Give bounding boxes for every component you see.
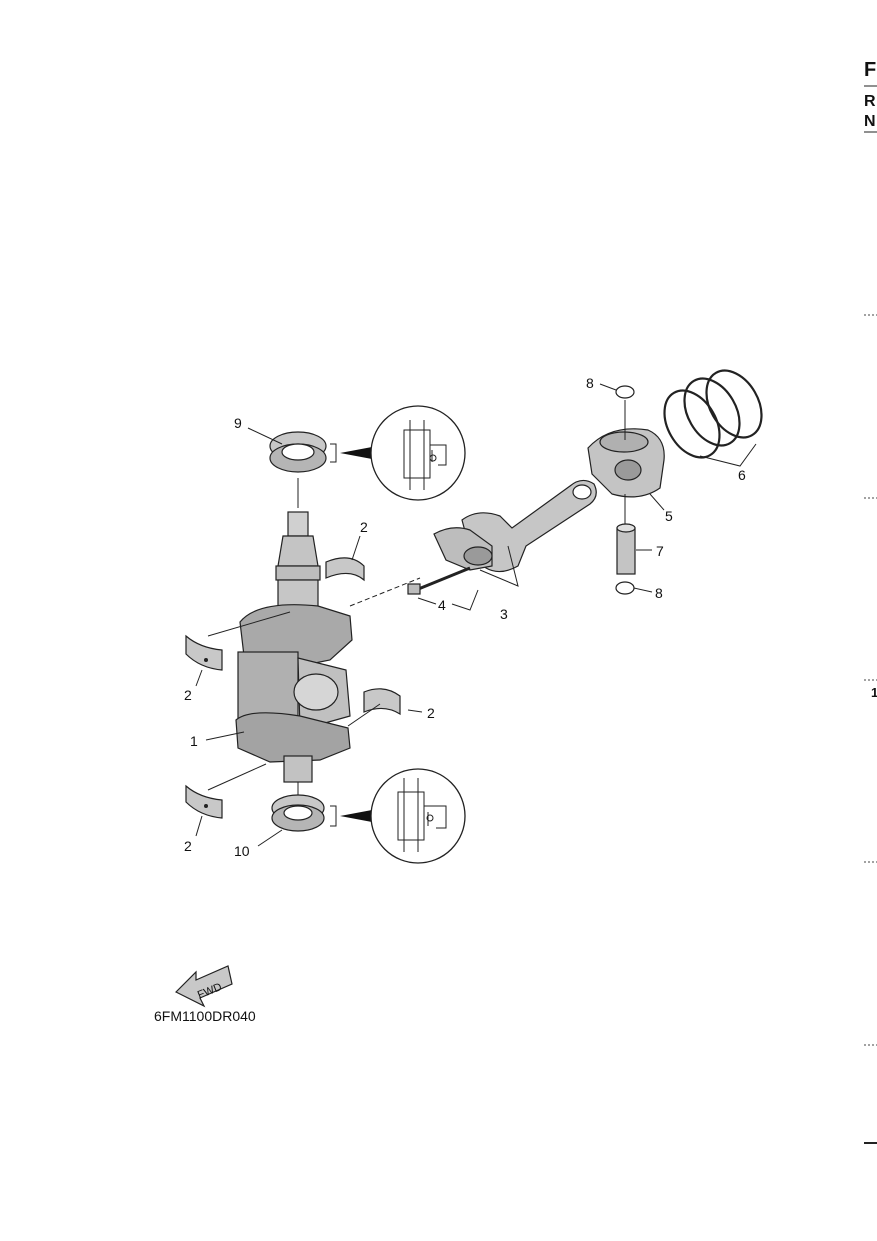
- callout-8-bottom: 8: [655, 585, 663, 601]
- bracket-3: [479, 545, 519, 587]
- circlip-bottom: [615, 581, 635, 595]
- rod-bolt: [407, 566, 471, 595]
- drawing-code: 6FM1100DR040: [154, 1008, 256, 1024]
- connecting-rod: [433, 479, 597, 573]
- edge-tab-n: N: [864, 113, 876, 130]
- callout-1: 1: [190, 733, 198, 749]
- bearing-mid-right: [363, 688, 401, 716]
- callout-2-left: 2: [184, 687, 192, 703]
- oil-seal-top: [269, 431, 327, 473]
- callout-3: 3: [500, 606, 508, 622]
- callout-2-upper: 2: [360, 519, 368, 535]
- seal-detail-bottom: [330, 768, 466, 864]
- bearing-lower-left: [185, 784, 223, 819]
- callout-10: 10: [234, 843, 250, 859]
- callout-8-top: 8: [586, 375, 594, 391]
- piston-pin: [616, 523, 636, 575]
- edge-tab-1: 1: [871, 685, 877, 700]
- piston: [587, 400, 665, 526]
- callout-9: 9: [234, 415, 242, 431]
- callout-2-bottom: 2: [184, 838, 192, 854]
- callout-6: 6: [738, 467, 746, 483]
- bearing-upper-left: [185, 634, 223, 671]
- crankshaft: [235, 511, 353, 783]
- callout-7: 7: [656, 543, 664, 559]
- seal-detail-top: [330, 405, 466, 501]
- piston-rings: [663, 369, 763, 467]
- edge-tab-r: R: [864, 93, 876, 110]
- edge-tab-f: F: [864, 59, 876, 81]
- circlip-top: [615, 385, 635, 399]
- callout-4: 4: [438, 597, 446, 613]
- callout-5: 5: [665, 508, 673, 524]
- oil-seal-bottom: [271, 794, 325, 832]
- fwd-arrow-icon: FWD: [174, 965, 233, 1008]
- callout-2-right: 2: [427, 705, 435, 721]
- bearing-upper-right: [325, 557, 365, 582]
- edge-tabs: F R N 1: [864, 59, 877, 1144]
